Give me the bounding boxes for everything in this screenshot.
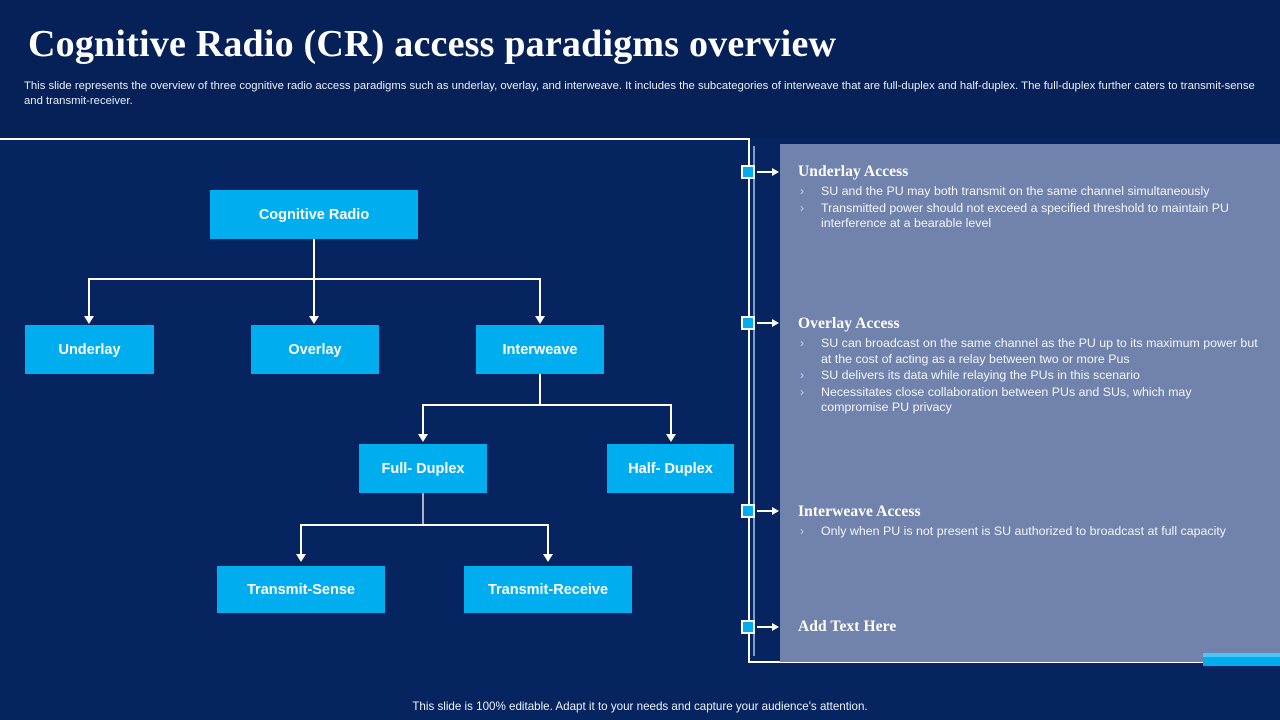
node-underlay[interactable]: Underlay xyxy=(25,325,154,374)
bullet-text: SU and the PU may both transmit on the s… xyxy=(821,184,1210,198)
node-full-duplex[interactable]: Full- Duplex xyxy=(359,444,487,493)
arrowhead-overlay xyxy=(309,316,319,324)
connector-drop-interweave xyxy=(539,278,541,318)
list-item: › SU and the PU may both transmit on the… xyxy=(798,184,1260,200)
bullet-text: SU can broadcast on the same channel as … xyxy=(821,336,1258,366)
spine-top-rule xyxy=(0,138,750,140)
arrowhead-full-duplex xyxy=(418,434,428,442)
node-label: Cognitive Radio xyxy=(258,206,370,223)
slide-header: Cognitive Radio (CR) access paradigms ov… xyxy=(0,0,1280,138)
connector-marker-add-text[interactable] xyxy=(741,620,755,634)
connector-arrow-interweave xyxy=(757,510,774,512)
connector-marker-overlay[interactable] xyxy=(741,316,755,330)
spine-vertical-rule xyxy=(748,138,750,663)
section-heading: Underlay Access xyxy=(798,163,909,180)
arrowhead-underlay xyxy=(84,316,94,324)
connector-drop-transmit-receive xyxy=(547,524,549,556)
section-overlay-access: Overlay Access › SU can broadcast on the… xyxy=(798,315,1260,417)
list-item: › SU delivers its data while relaying th… xyxy=(798,368,1260,384)
node-label: Half- Duplex xyxy=(628,460,713,477)
node-transmit-sense[interactable]: Transmit-Sense xyxy=(217,566,385,613)
node-half-duplex[interactable]: Half- Duplex xyxy=(607,444,734,493)
connector-trunk-interweave xyxy=(539,374,541,406)
node-label: Interweave xyxy=(502,341,578,358)
connector-arrowhead-underlay xyxy=(772,167,779,176)
spine-bottom-rule xyxy=(748,661,1218,663)
connector-drop-overlay xyxy=(313,278,315,318)
spine-inner-rule xyxy=(753,146,755,656)
chevron-right-icon: › xyxy=(800,336,804,350)
connector-trunk-full-duplex xyxy=(422,493,424,525)
info-panel: Underlay Access › SU and the PU may both… xyxy=(780,144,1280,662)
connector-marker-underlay[interactable] xyxy=(741,165,755,179)
connector-arrowhead-interweave xyxy=(772,506,779,515)
connector-marker-interweave[interactable] xyxy=(741,504,755,518)
section-bullets: › Only when PU is not present is SU auth… xyxy=(798,524,1260,540)
bullet-text: Transmitted power should not exceed a sp… xyxy=(821,200,1229,231)
connector-arrowhead-add-text xyxy=(772,622,779,631)
list-item: › SU can broadcast on the same channel a… xyxy=(798,336,1260,367)
panel-accent-bar xyxy=(1203,657,1280,666)
page-title: Cognitive Radio (CR) access paradigms ov… xyxy=(28,23,837,65)
connector-arrow-overlay xyxy=(757,322,774,324)
arrowhead-transmit-sense xyxy=(296,554,306,562)
list-item: › Only when PU is not present is SU auth… xyxy=(798,524,1260,540)
connector-drop-transmit-sense xyxy=(300,524,302,556)
connector-drop-half-duplex xyxy=(670,404,672,436)
node-cognitive-radio[interactable]: Cognitive Radio xyxy=(210,190,418,239)
section-add-text-here[interactable]: Add Text Here xyxy=(798,618,1260,639)
arrowhead-transmit-receive xyxy=(543,554,553,562)
section-bullets: › SU can broadcast on the same channel a… xyxy=(798,336,1260,416)
section-underlay-access: Underlay Access › SU and the PU may both… xyxy=(798,163,1260,233)
chevron-right-icon: › xyxy=(800,368,804,383)
bullet-text: Only when PU is not present is SU author… xyxy=(821,524,1226,538)
connector-arrow-underlay xyxy=(757,171,774,173)
panel-accent-bar-light xyxy=(1203,653,1280,657)
connector-drop-full-duplex xyxy=(422,404,424,436)
section-bullets: › SU and the PU may both transmit on the… xyxy=(798,184,1260,232)
arrowhead-interweave xyxy=(535,316,545,324)
section-heading: Add Text Here xyxy=(798,618,897,635)
slide-footer: This slide is 100% editable. Adapt it to… xyxy=(412,700,868,713)
arrowhead-half-duplex xyxy=(666,434,676,442)
connector-arrow-add-text xyxy=(757,626,774,628)
section-heading: Interweave Access xyxy=(798,503,921,520)
chevron-right-icon: › xyxy=(800,384,804,399)
node-label: Underlay xyxy=(58,341,121,358)
node-interweave[interactable]: Interweave xyxy=(476,325,604,374)
slide-subtitle: This slide represents the overview of th… xyxy=(24,80,1255,107)
bullet-text: Necessitates close collaboration between… xyxy=(821,384,1192,415)
connector-trunk-cr xyxy=(313,239,315,279)
node-label: Overlay xyxy=(288,341,342,358)
list-item: › Necessitates close collaboration betwe… xyxy=(798,385,1260,416)
connector-drop-underlay xyxy=(88,278,90,318)
connector-bus-duplex xyxy=(422,404,671,406)
node-transmit-receive[interactable]: Transmit-Receive xyxy=(464,566,632,613)
section-heading: Overlay Access xyxy=(798,315,900,332)
chevron-right-icon: › xyxy=(800,184,804,198)
list-item: › Transmitted power should not exceed a … xyxy=(798,201,1260,232)
chevron-right-icon: › xyxy=(800,524,804,538)
node-label: Transmit-Sense xyxy=(247,581,355,598)
bullet-text: SU delivers its data while relaying the … xyxy=(821,368,1140,383)
flowchart: Cognitive Radio Underlay Overlay Interwe… xyxy=(0,138,748,663)
node-label: Transmit-Receive xyxy=(487,581,609,598)
chevron-right-icon: › xyxy=(800,200,804,215)
node-label: Full- Duplex xyxy=(381,460,465,477)
connector-bus-transmit xyxy=(300,524,548,526)
section-interweave-access: Interweave Access › Only when PU is not … xyxy=(798,503,1260,541)
node-overlay[interactable]: Overlay xyxy=(251,325,379,374)
connector-arrowhead-overlay xyxy=(772,318,779,327)
